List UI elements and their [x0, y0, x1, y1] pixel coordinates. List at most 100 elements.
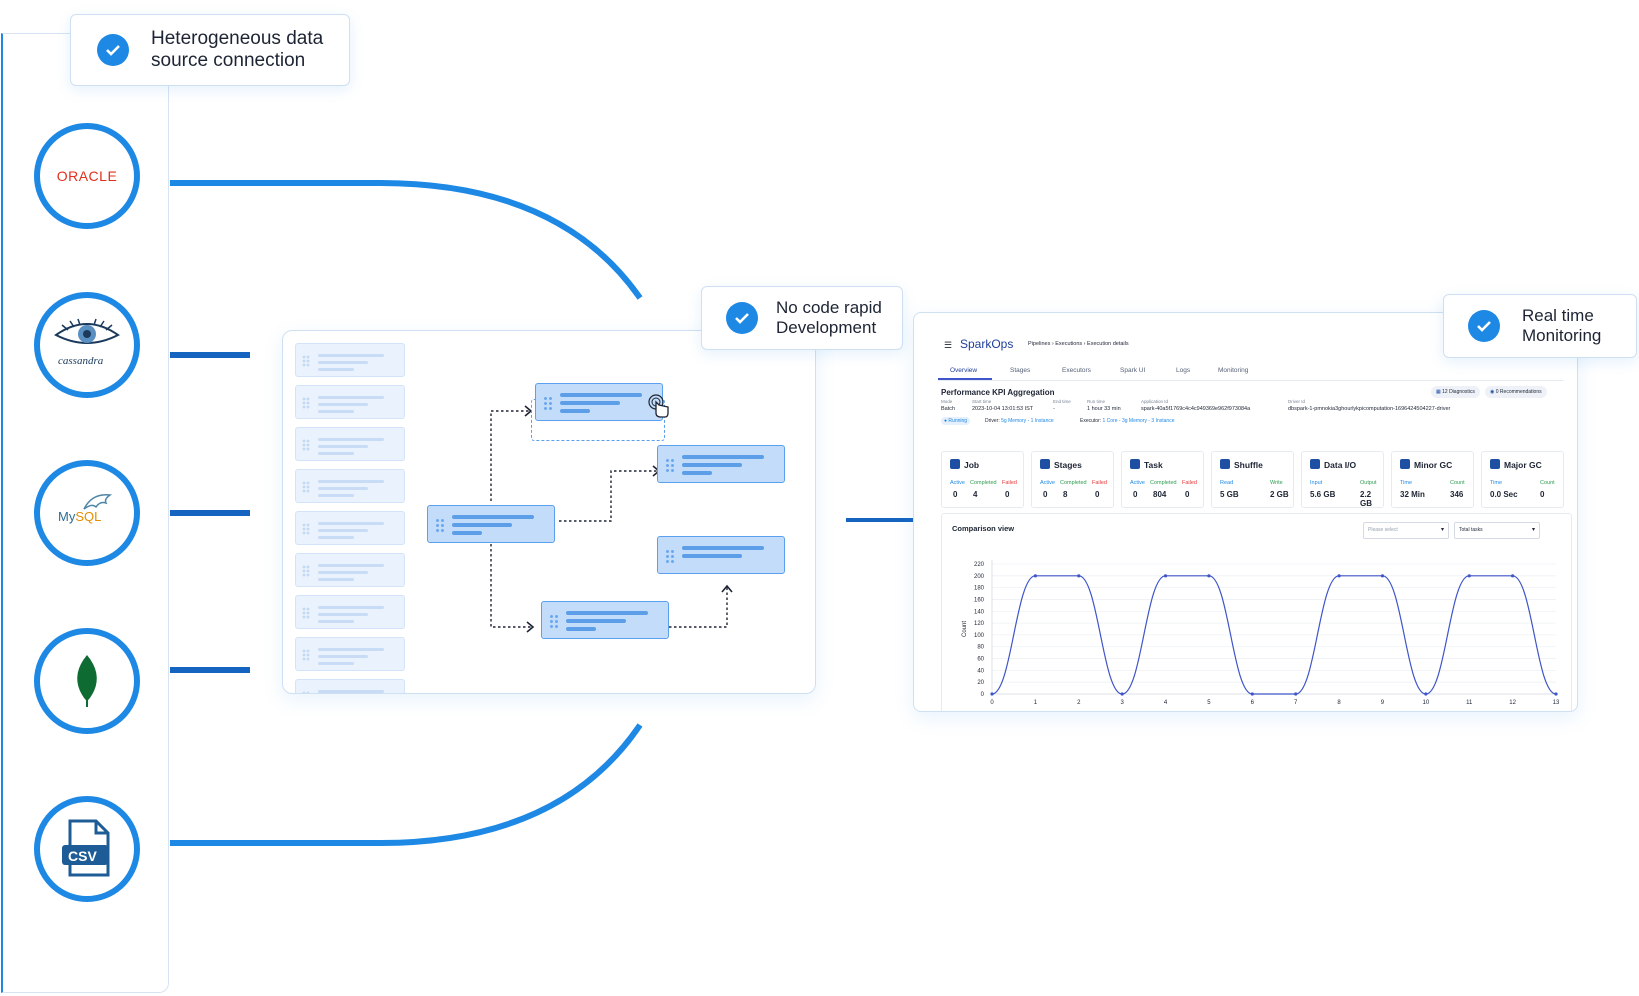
breadcrumb-item[interactable]: Pipelines — [1028, 341, 1051, 347]
y-tick-label: 120 — [974, 621, 985, 627]
metric-card-title: Stages — [1054, 460, 1082, 470]
tab-monitoring[interactable]: Monitoring — [1218, 367, 1249, 374]
meta-value: 2023-10-04 13:01:53 IST — [972, 406, 1034, 412]
pipeline-node[interactable] — [541, 601, 669, 639]
cassandra-source[interactable]: cassandra — [34, 292, 140, 398]
y-tick-label: 60 — [977, 657, 984, 663]
pipeline-node[interactable] — [657, 445, 785, 483]
metric-select-value: Total tasks — [1459, 527, 1483, 533]
metric-card-title: Major GC — [1504, 460, 1542, 470]
meta-value: spark-40a5f1769c4c4c949369e962f973084a — [1141, 406, 1251, 412]
tab-spark-ui[interactable]: Spark UI — [1120, 367, 1146, 374]
tab-stages[interactable]: Stages — [1010, 367, 1031, 374]
meta-label: Application Id — [1141, 399, 1169, 404]
check-icon — [726, 302, 758, 334]
pipeline-node[interactable] — [535, 383, 663, 421]
meta-label: Start time — [972, 399, 992, 404]
app-name: SparkOps — [960, 337, 1014, 351]
hand-pointer-icon — [648, 394, 669, 418]
data-point — [1120, 692, 1124, 696]
data-point — [1294, 692, 1298, 696]
x-tick-label: 7 — [1294, 700, 1298, 706]
major-gc-icon — [1490, 459, 1500, 469]
menu-icon[interactable]: ☰ — [944, 340, 953, 350]
recommendations-icon: ◉ — [1490, 389, 1496, 395]
x-tick-label: 2 — [1077, 700, 1081, 706]
tabs-divider — [938, 380, 1563, 381]
metric-card-title: Data I/O — [1324, 460, 1357, 470]
mysql-logo-text: MySQL — [58, 509, 102, 524]
comparison-panel: Comparison view Please select ▾ Total ta… — [941, 513, 1572, 711]
metric-value: 8 — [1063, 490, 1068, 499]
diagnostics-badge[interactable]: ▦ 12 Diagnostics — [1431, 386, 1480, 398]
cassandra-eye-icon — [54, 318, 120, 344]
shuffle-icon — [1220, 459, 1230, 469]
pipeline-builder-canvas[interactable] — [282, 330, 816, 694]
meta-label: Run time — [1087, 399, 1106, 404]
job-icon — [950, 459, 960, 469]
stages-icon — [1040, 459, 1050, 469]
pipeline-node[interactable] — [427, 505, 555, 543]
oracle-source[interactable]: ORACLE — [34, 123, 140, 229]
palette-item[interactable] — [295, 679, 405, 693]
meta-value: dbspark-1-pmnokia3ghourlykpicomputation-… — [1288, 406, 1451, 412]
data-point — [1163, 574, 1168, 578]
flow-arrow-bottom — [490, 539, 531, 628]
flow-arrow-top — [490, 410, 529, 501]
meta-value: Batch — [941, 406, 956, 412]
metric-value: 2 GB — [1270, 490, 1289, 499]
palette-item[interactable] — [295, 385, 405, 419]
metric-card-title: Minor GC — [1414, 460, 1453, 470]
breadcrumb: Pipelines › Executions › Execution detai… — [1028, 341, 1129, 347]
minor-gc-icon — [1400, 459, 1410, 469]
y-tick-label: 100 — [974, 633, 985, 639]
csv-source[interactable]: CSV — [34, 796, 140, 902]
executor-info: Executor: 1 Core - 3g Memory - 3 Instanc… — [1080, 418, 1175, 424]
active-tab-indicator — [938, 378, 992, 380]
driver-info: Driver: 5g Memory - 1 Instance — [985, 418, 1054, 424]
tab-overview[interactable]: Overview — [950, 367, 978, 374]
palette-item[interactable] — [295, 427, 405, 461]
mysql-dolphin-icon — [83, 494, 113, 510]
metric-value: 5.6 GB — [1310, 490, 1336, 499]
palette-item[interactable] — [295, 595, 405, 629]
metric-label: Output — [1360, 480, 1377, 486]
data-point — [1250, 692, 1254, 696]
x-tick-label: 3 — [1120, 700, 1124, 706]
chevron-down-icon: ▾ — [1440, 527, 1444, 533]
compare-select[interactable]: Please select ▾ — [1363, 522, 1449, 539]
oracle-connector — [170, 180, 643, 300]
palette-item[interactable] — [295, 343, 405, 377]
mysql-source[interactable]: MySQL — [34, 460, 140, 566]
tab-logs[interactable]: Logs — [1176, 367, 1191, 374]
palette-item[interactable] — [295, 637, 405, 671]
metric-value: 0 — [1540, 490, 1545, 499]
data-point — [990, 692, 994, 696]
metric-select[interactable]: Total tasks ▾ — [1454, 522, 1540, 539]
metric-value: 0 — [1133, 490, 1138, 499]
metric-card-data-i-o[interactable]: Data I/O Input 5.6 GB Output 2.2 GB — [1301, 451, 1384, 508]
check-icon — [97, 34, 129, 66]
series-line — [991, 575, 1557, 695]
metric-label: Input — [1310, 480, 1323, 486]
breadcrumb-item[interactable]: Executions — [1055, 341, 1083, 347]
metric-value: 0 — [953, 490, 958, 499]
data-point — [1467, 574, 1471, 578]
recommendations-badge[interactable]: ◉ 0 Recommendations — [1485, 386, 1547, 398]
tab-executors[interactable]: Executors — [1062, 367, 1091, 374]
metric-value: 0 — [1185, 490, 1190, 499]
metric-value: 2.2 GB — [1360, 490, 1372, 508]
mongodb-source[interactable] — [34, 628, 140, 734]
pipeline-node[interactable] — [657, 536, 785, 574]
x-tick-label: 4 — [1164, 700, 1168, 706]
palette-item[interactable] — [295, 511, 405, 545]
palette-item[interactable] — [295, 553, 405, 587]
palette-item[interactable] — [295, 469, 405, 503]
